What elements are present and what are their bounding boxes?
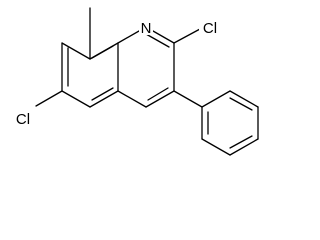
atom-n1: N <box>139 20 153 37</box>
atom-label-n1: N <box>141 20 152 37</box>
bond-ph5-ph6 <box>201 138 231 156</box>
bond-ph4-ph5 <box>229 138 259 156</box>
bond-c6-c5 <box>61 90 91 108</box>
bond-c2-cl <box>173 28 201 44</box>
bond-c3-c4 <box>145 90 175 108</box>
atom-label-cl2: Cl <box>203 20 217 37</box>
bond-c6-cl <box>35 90 63 107</box>
bond-c3-phenyl <box>173 90 203 108</box>
bond-n1-c2-inner <box>145 33 170 48</box>
bond-c5-c4a-inner <box>91 87 114 101</box>
bond-c8-c7 <box>61 42 91 60</box>
atom-cl2: Cl <box>199 20 222 37</box>
molecule-structure-diagram: N Cl Cl <box>12 7 259 156</box>
bond-ph2-ph3-inner <box>229 97 253 111</box>
bond-ph1-ph2 <box>201 90 231 108</box>
bond-c4-c4a <box>117 90 147 108</box>
atom-label-cl6: Cl <box>16 111 30 128</box>
bond-c5-c4a <box>89 90 119 108</box>
bond-c8a-c8-inner <box>91 45 114 59</box>
bond-c3-c4-inner <box>147 87 169 101</box>
bond-ph2-ph3 <box>229 90 259 108</box>
atom-cl6: Cl <box>12 111 35 128</box>
bond-ph4-ph5-inner <box>229 135 253 149</box>
